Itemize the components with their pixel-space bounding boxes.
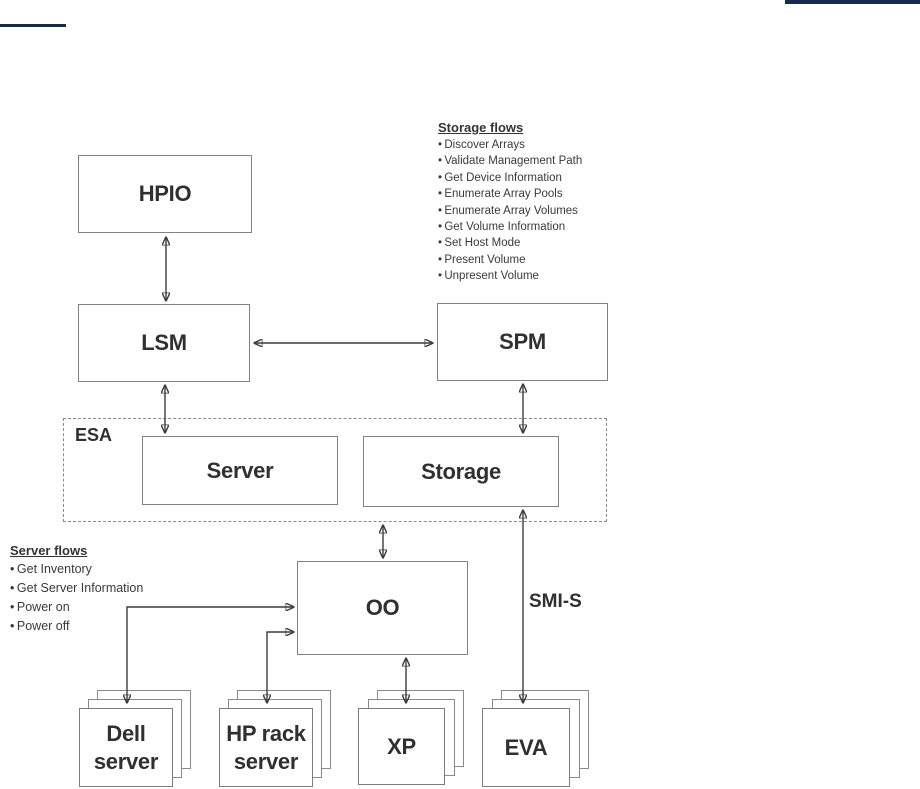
node-lsm-label: LSM	[141, 330, 187, 355]
storage-flow-item: Enumerate Array Pools	[438, 186, 618, 202]
server-flows-title: Server flows	[10, 543, 88, 558]
server-flow-item: Power on	[10, 598, 180, 617]
storage-flow-item: Discover Arrays	[438, 137, 618, 153]
storage-flow-item: Enumerate Array Volumes	[438, 203, 618, 219]
storage-flow-item: Present Volume	[438, 252, 618, 268]
server-flows-list: Get Inventory Get Server Information Pow…	[10, 560, 180, 636]
stack-hp-rack-server: HP rack server	[219, 690, 331, 788]
node-lsm: LSM	[78, 304, 250, 382]
node-hpio: HPIO	[78, 155, 252, 233]
stack-dell-label: Dell server	[93, 720, 159, 774]
server-flows-annotation: Server flows Get Inventory Get Server In…	[10, 543, 180, 636]
storage-flows-list: Discover Arrays Validate Management Path…	[438, 137, 618, 285]
node-storage-label: Storage	[421, 458, 501, 484]
stack-eva-array: EVA	[482, 690, 589, 788]
stack-xp-array: XP	[358, 690, 464, 786]
storage-flow-item: Unpresent Volume	[438, 268, 618, 284]
storage-flow-item: Validate Management Path	[438, 153, 618, 169]
server-flow-item: Get Inventory	[10, 560, 180, 579]
stack-eva-label: EVA	[504, 734, 548, 760]
page-top-left-rule	[0, 24, 66, 27]
storage-flow-item: Get Device Information	[438, 170, 618, 186]
storage-flows-title: Storage flows	[438, 120, 524, 135]
smis-protocol-label: SMI-S	[529, 591, 582, 612]
stack-layer-front: Dell server	[79, 708, 173, 787]
node-spm-label: SPM	[499, 329, 546, 354]
stack-xp-label: XP	[387, 733, 416, 759]
node-hpio-label: HPIO	[138, 181, 192, 206]
node-spm: SPM	[437, 303, 608, 381]
server-flow-item: Get Server Information	[10, 579, 180, 598]
stack-dell-server: Dell server	[79, 690, 191, 788]
stack-layer-front: HP rack server	[219, 708, 313, 787]
stack-layer-front: EVA	[482, 708, 570, 787]
node-oo: OO	[297, 561, 468, 655]
storage-flow-item: Get Volume Information	[438, 219, 618, 235]
node-storage: Storage	[363, 436, 559, 507]
stack-layer-front: XP	[358, 708, 445, 785]
node-server: Server	[142, 436, 338, 505]
server-flow-item: Power off	[10, 617, 180, 636]
node-oo-label: OO	[365, 595, 400, 620]
group-esa-label: ESA	[75, 425, 113, 445]
node-server-label: Server	[206, 457, 274, 483]
stack-hp-rack-label: HP rack server	[226, 720, 306, 774]
page-top-right-bar	[785, 0, 920, 4]
storage-flows-annotation: Storage flows Discover Arrays Validate M…	[438, 120, 618, 285]
group-esa: ESA	[63, 418, 607, 522]
storage-flow-item: Set Host Mode	[438, 235, 618, 251]
